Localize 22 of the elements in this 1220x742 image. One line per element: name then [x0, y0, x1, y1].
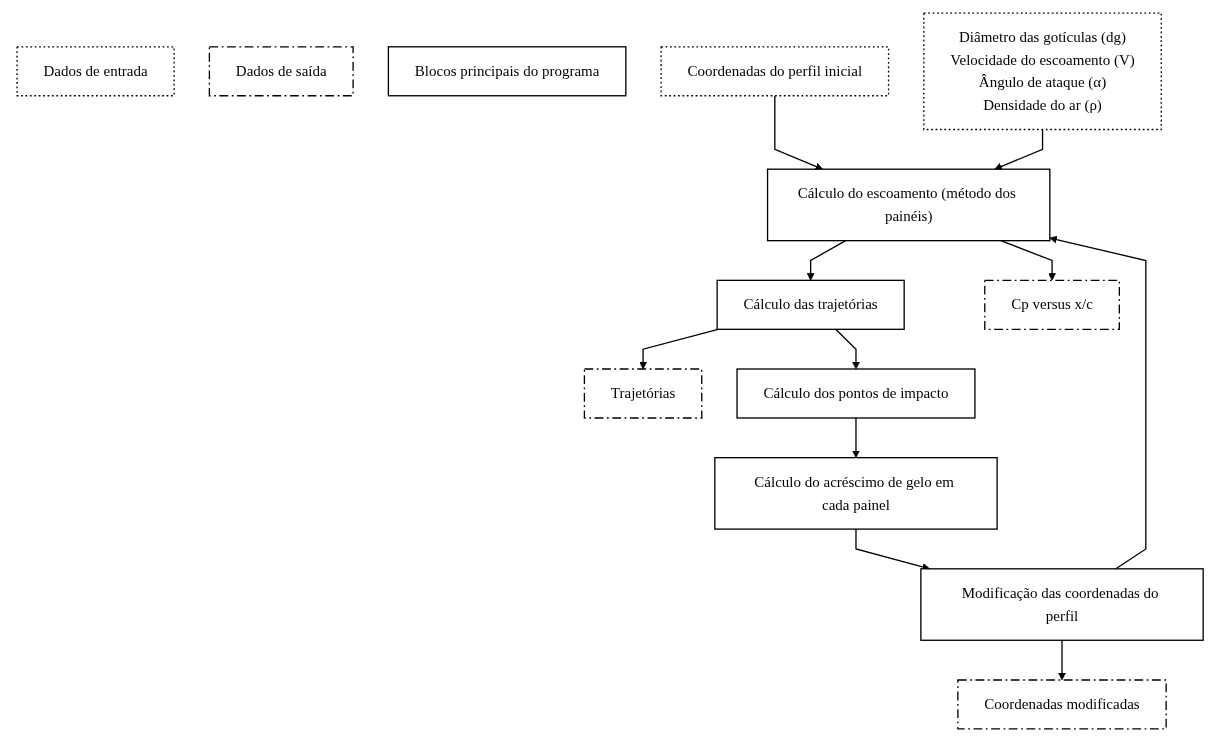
node-box: Cálculo do escoamento (método dos painéis) [766, 168, 1051, 242]
node-box: Coordenadas modificadas [957, 679, 1167, 730]
node-box: Coordenadas do perfil inicial [660, 46, 890, 97]
arrow [1049, 235, 1147, 570]
node-box: Cálculo dos pontos de impacto [736, 368, 976, 419]
arrow [852, 417, 860, 458]
arrow [806, 240, 847, 281]
arrow [1058, 639, 1066, 681]
node-box: Dados de saída [208, 46, 354, 97]
node-box: Trajetórias [583, 368, 703, 419]
arrow [994, 128, 1044, 171]
arrow [1000, 240, 1056, 281]
arrow [774, 95, 823, 171]
arrow [639, 328, 719, 370]
node-box: Cp versus x/c [984, 279, 1120, 330]
node-box: Modificação das coordenadas do perfil [920, 568, 1204, 641]
node-box: Blocos principais do programa [387, 46, 627, 97]
node-box: Cálculo das trajetórias [716, 279, 905, 330]
node-box: Diâmetro das gotículas (dg) Velocidade do escoamento (V) Ângulo de ataque (α) Densidade do ar (ρ) [923, 12, 1162, 131]
node-box: Cálculo do acréscimo de gelo em cada painel [714, 457, 998, 530]
node-box: Dados de entrada [16, 46, 175, 97]
arrow [834, 328, 860, 370]
